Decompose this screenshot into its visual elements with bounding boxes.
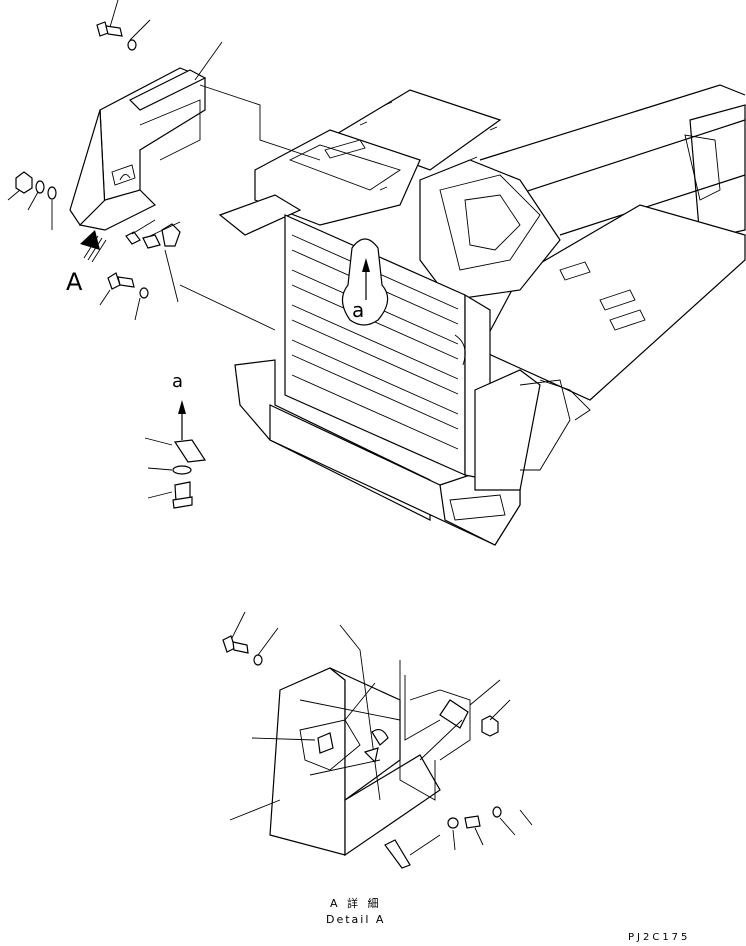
side-bracket-exploded	[69, 67, 207, 231]
drawing-code: PJ2C175	[628, 932, 691, 943]
detail-title-english: Detail A	[326, 913, 386, 926]
section-a-hardware	[144, 400, 207, 509]
detail-title-japanese: A 詳 細	[330, 897, 382, 910]
detail-a-view	[222, 611, 533, 869]
view-marker-label: A	[66, 268, 83, 296]
callout-bubble-a	[341, 238, 389, 326]
callout-marker-label: a	[352, 298, 365, 322]
section-marker-label: a	[172, 371, 184, 392]
middle-bolt-set	[99, 84, 321, 331]
top-bolt-set	[96, 0, 223, 81]
frame-assembly	[218, 84, 746, 546]
view-direction-arrow-icon	[80, 230, 107, 263]
left-nut-set	[7, 171, 57, 230]
